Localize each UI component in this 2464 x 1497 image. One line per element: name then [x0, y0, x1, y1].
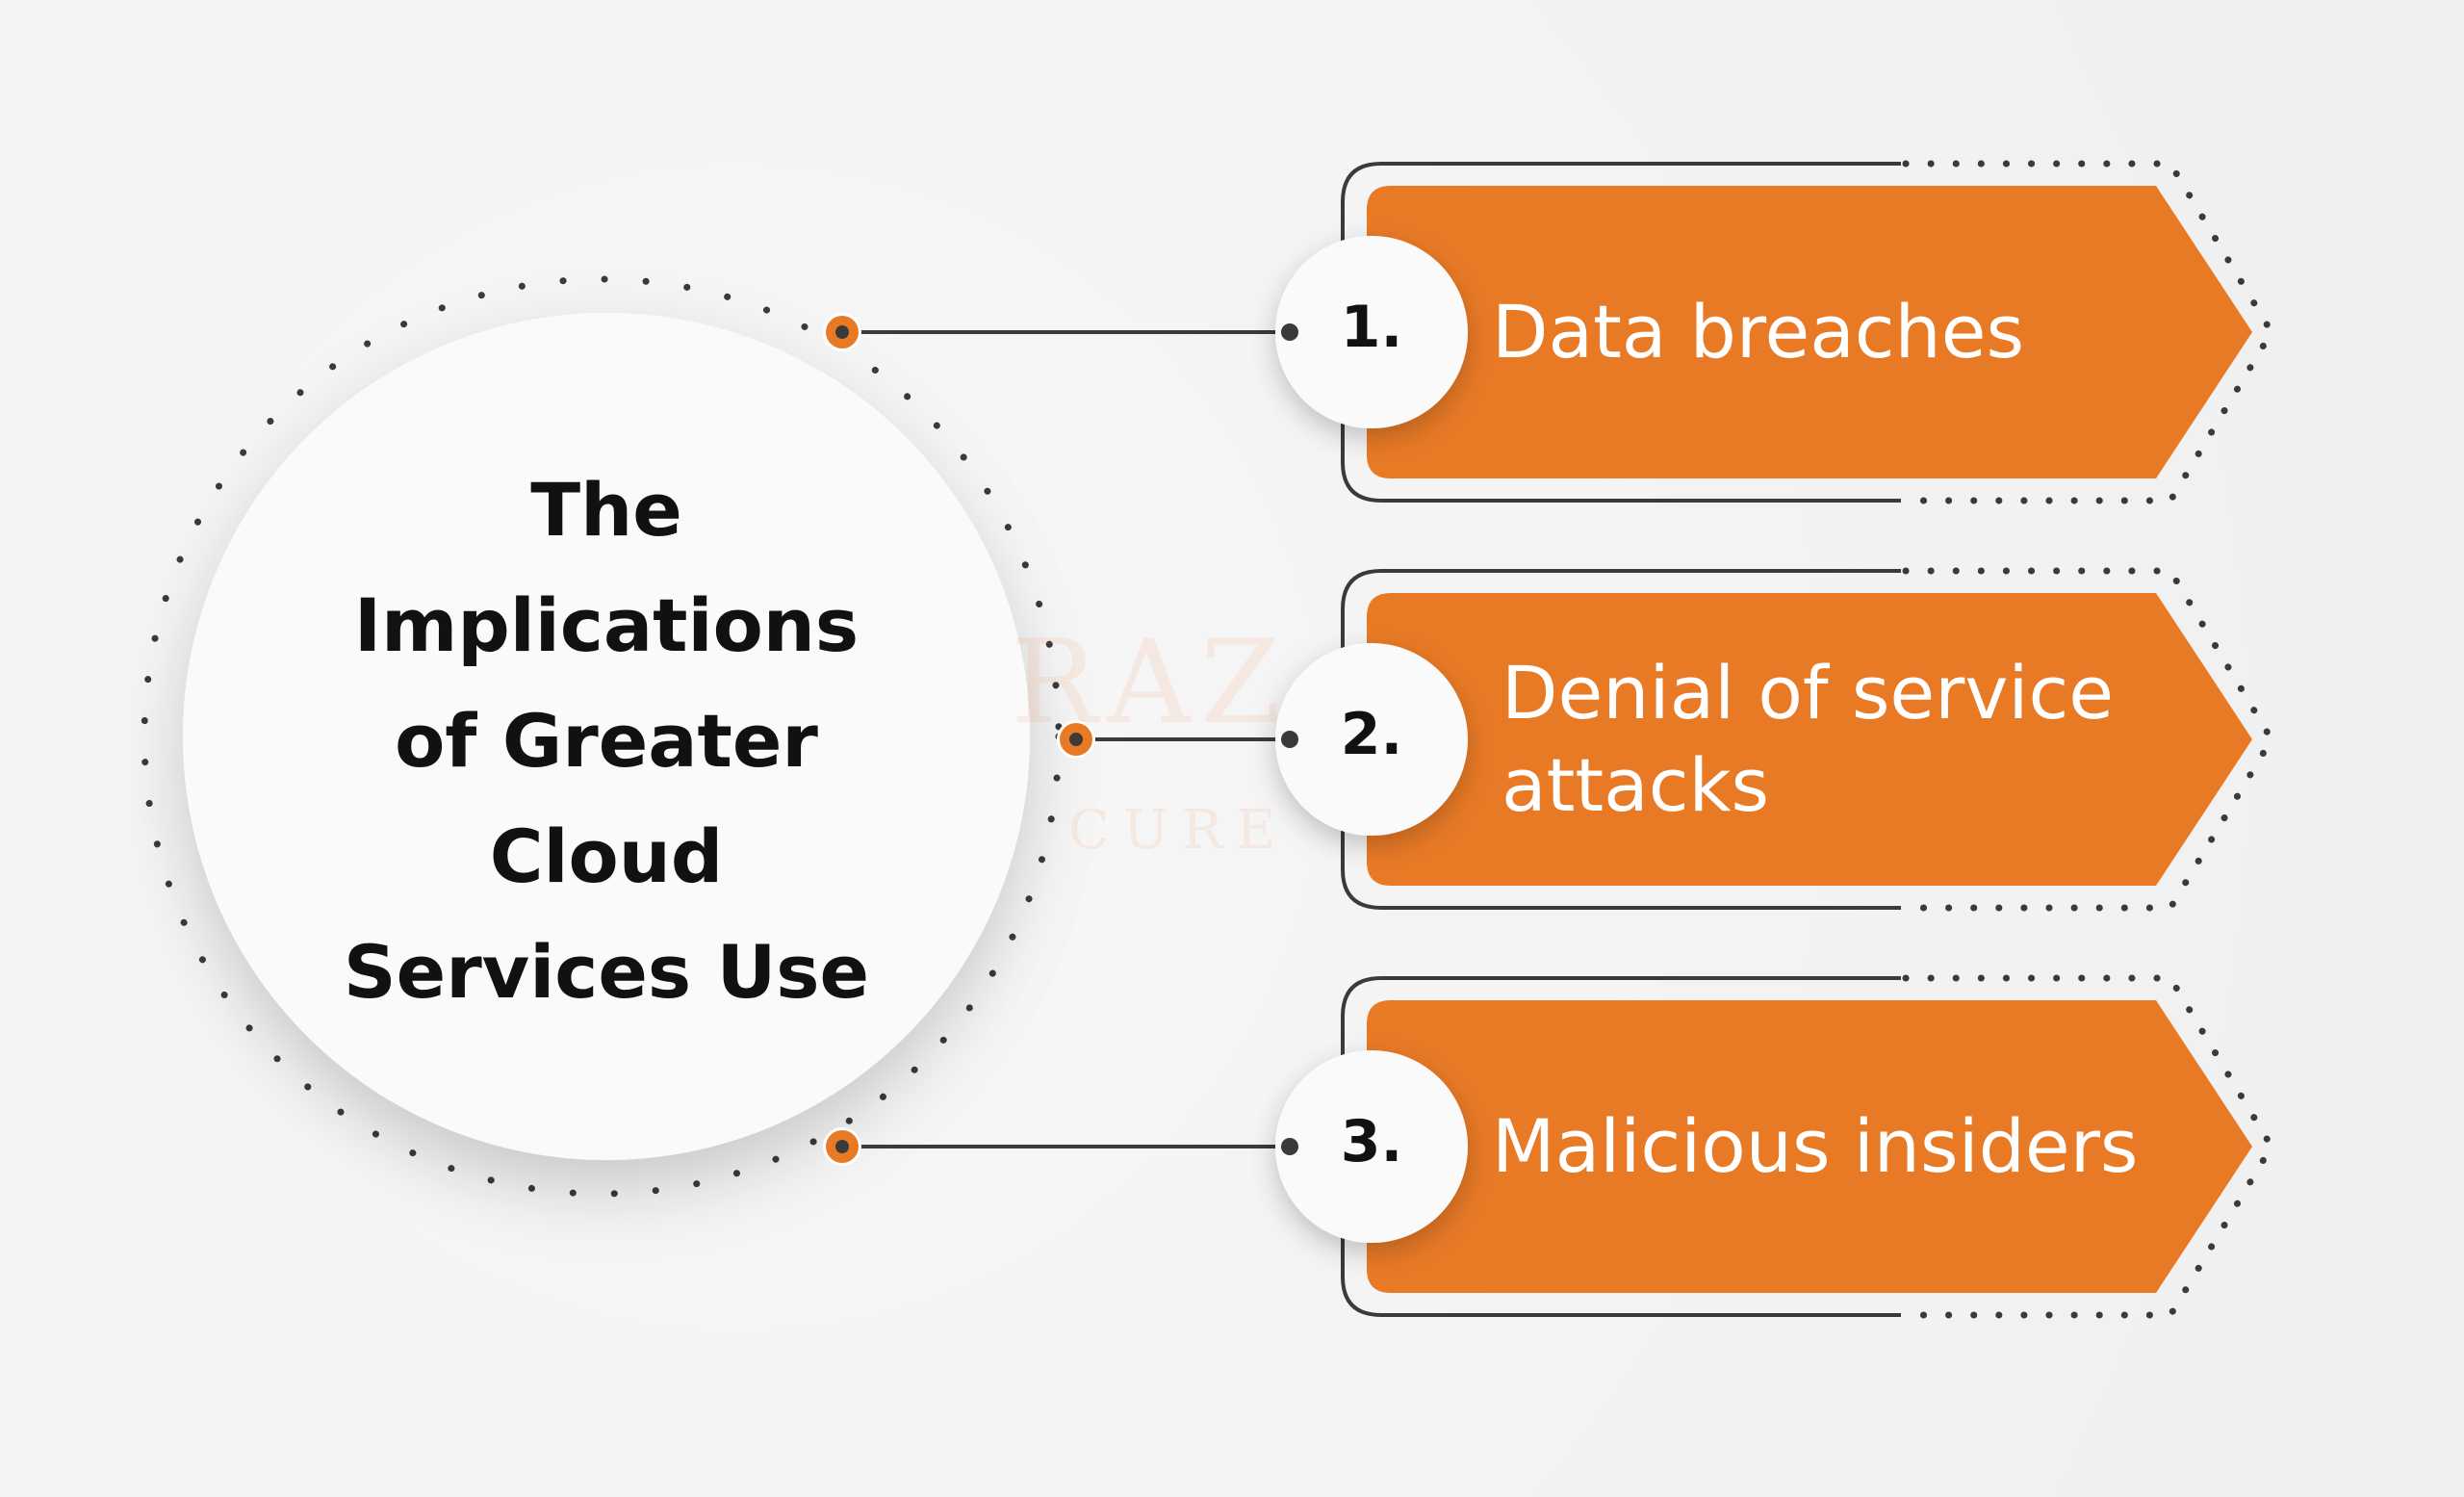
item-outline-dotted-3 — [1902, 974, 2276, 1319]
connector-dot-end-2 — [1281, 731, 1298, 748]
item-arrow-1 — [1367, 186, 2252, 478]
title-line: of Greater — [395, 698, 818, 784]
connector-dot-start-1 — [823, 313, 861, 351]
item-number-circle-2 — [1275, 643, 1468, 836]
item-label-line: Denial of service — [1502, 650, 2115, 736]
item-number-1: 1. — [1340, 294, 1403, 361]
item-arrow-3 — [1367, 1000, 2252, 1293]
item-label-line: attacks — [1502, 742, 1770, 828]
center-title: The Implications of Greater Cloud Servic… — [221, 452, 991, 1030]
connector-dot-start-3 — [823, 1127, 861, 1166]
item-box-3 — [1275, 974, 2276, 1319]
item-box-1 — [1275, 160, 2276, 504]
item-outline-dotted-2 — [1902, 567, 2276, 912]
item-outline-dotted-1 — [1902, 160, 2276, 504]
item-label-3: Malicious insiders — [1492, 1100, 2139, 1193]
item-arrow-2 — [1367, 593, 2252, 886]
watermark-logo-sub: CURE — [1068, 799, 1290, 862]
item-label-line: Malicious insiders — [1492, 1103, 2139, 1189]
connector-dot-start-2 — [1057, 720, 1095, 759]
item-label-2: Denial of service attacks — [1502, 647, 2114, 832]
item-label-line: Data breaches — [1492, 289, 2025, 374]
item-box-2 — [1275, 567, 2276, 912]
item-number-circle-3 — [1275, 1050, 1468, 1243]
title-line: The — [530, 467, 682, 553]
connector-dot-end-1 — [1281, 323, 1298, 341]
item-label-1: Data breaches — [1492, 286, 2024, 378]
title-line: Services Use — [343, 929, 870, 1015]
title-line: Implications — [353, 582, 860, 668]
title-line: Cloud — [489, 813, 724, 899]
watermark-logo: RAZ — [1011, 616, 1291, 750]
item-number-2: 2. — [1340, 701, 1403, 768]
item-number-3: 3. — [1340, 1108, 1403, 1175]
center-circle — [183, 313, 1030, 1160]
item-number-circle-1 — [1275, 236, 1468, 428]
connector-dot-end-3 — [1281, 1138, 1298, 1155]
